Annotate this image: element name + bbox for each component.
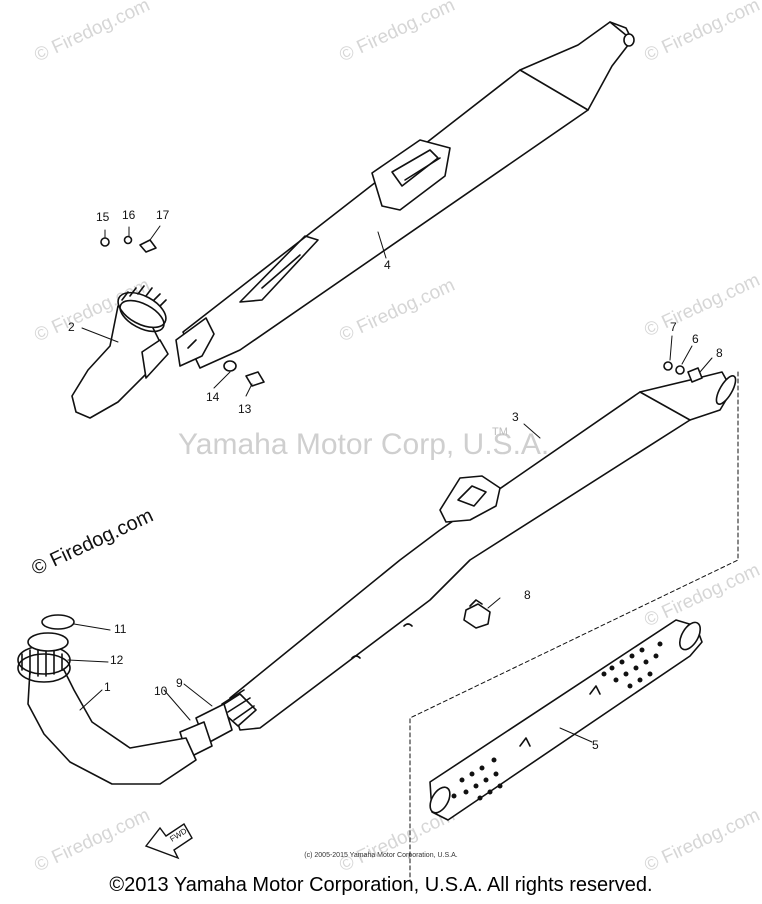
callout-5: 5 — [592, 738, 599, 752]
callout-17: 17 — [156, 208, 170, 222]
watermark-tm: TM — [492, 426, 508, 438]
callout-6: 6 — [692, 332, 699, 346]
exhaust-pipe-upper — [71, 285, 169, 419]
callout-2: 2 — [68, 320, 75, 334]
callout-7: 7 — [670, 320, 677, 334]
hardware-lower — [663, 361, 703, 383]
callout-11: 11 — [114, 622, 127, 636]
muffler-upper — [175, 21, 635, 369]
heat-shield — [429, 619, 703, 821]
hardware-upper — [100, 235, 265, 387]
callout-3: 3 — [512, 410, 519, 424]
watermark-yamaha: Yamaha Motor Corp, U.S.A. — [178, 428, 550, 461]
muffler-lower — [179, 371, 737, 759]
callout-1: 1 — [104, 680, 111, 694]
callout-16: 16 — [122, 208, 136, 222]
callout-8a: 8 — [716, 346, 723, 360]
callout-9: 9 — [176, 676, 183, 690]
callout-4: 4 — [384, 258, 391, 272]
callout-8b: 8 — [524, 588, 531, 602]
callout-13: 13 — [238, 402, 252, 416]
callout-10: 10 — [154, 684, 168, 698]
forward-arrow: FWD — [144, 823, 193, 860]
copyright-footer: ©2013 Yamaha Motor Corporation, U.S.A. A… — [109, 874, 653, 896]
callout-12: 12 — [110, 653, 124, 667]
source-copyright: (c) 2005-2015 Yamaha Motor Corporation, … — [304, 852, 458, 859]
callout-14: 14 — [206, 390, 220, 404]
exhaust-pipe-lower — [17, 614, 197, 785]
callout-15: 15 — [96, 210, 110, 224]
